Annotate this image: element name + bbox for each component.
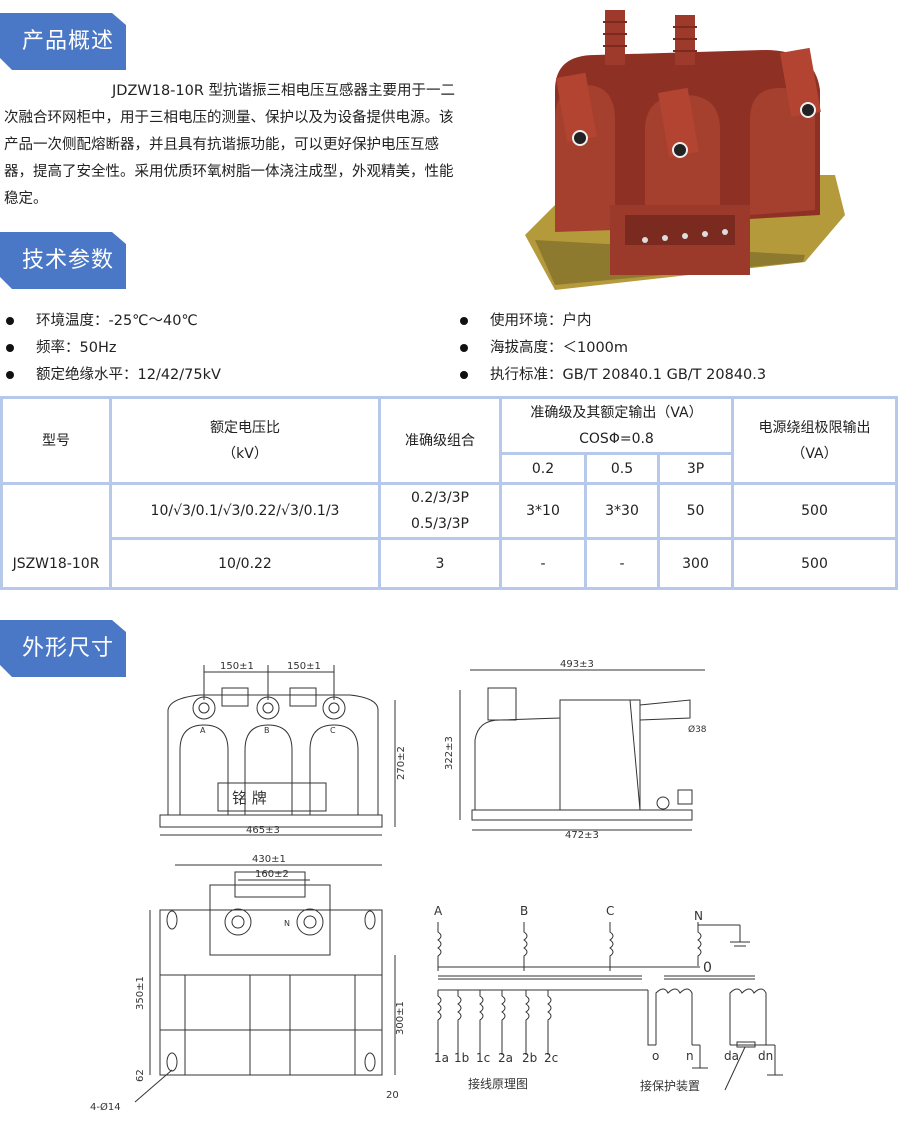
spec-text: 使用环境：户内: [490, 313, 592, 329]
cell-model: JSZW18-10R: [0, 482, 112, 590]
bullet-icon: [460, 317, 468, 325]
svg-text:430±1: 430±1: [252, 854, 286, 865]
side-view-drawing: 493±3 322±3 Ø38 472±3: [444, 659, 707, 841]
svg-text:A: A: [434, 904, 443, 918]
header-class-02: 0.2: [499, 452, 587, 485]
svg-text:465±3: 465±3: [246, 825, 280, 836]
svg-text:2b: 2b: [522, 1051, 537, 1065]
cell-c1: 3*10: [499, 482, 587, 540]
spec-item: 海拔高度：＜1000m: [460, 338, 628, 358]
spec-text: 频率：50Hz: [36, 340, 117, 356]
section-header-overview: 产品概述: [0, 13, 126, 70]
spec-text: 海拔高度：＜1000m: [490, 340, 629, 356]
svg-text:270±2: 270±2: [396, 746, 407, 780]
header-ratio: 额定电压比（kV）: [109, 396, 381, 485]
svg-text:2c: 2c: [544, 1051, 558, 1065]
svg-text:350±1: 350±1: [135, 976, 146, 1010]
svg-text:n: n: [686, 1049, 694, 1063]
svg-text:o: o: [652, 1049, 659, 1063]
svg-text:20: 20: [386, 1090, 399, 1101]
svg-text:B: B: [264, 726, 270, 735]
product-photo: [525, 10, 845, 290]
dimension-drawings: 150±1 150±1 铭 牌 465±3 A B C 270±2 493±3 …: [90, 659, 783, 1113]
svg-text:4-Ø14: 4-Ø14: [90, 1101, 121, 1113]
svg-text:Ø38: Ø38: [688, 724, 707, 735]
svg-text:B: B: [520, 904, 528, 918]
svg-text:1a: 1a: [434, 1051, 449, 1065]
section-header-tech: 技术参数: [0, 232, 126, 289]
cell-limit: 500: [731, 537, 898, 590]
spec-table: 型号 额定电压比（kV） 准确级组合 准确级及其额定输出（VA）COSΦ=0.8…: [0, 396, 898, 590]
svg-text:0: 0: [703, 960, 712, 976]
svg-text:铭 牌: 铭 牌: [232, 789, 267, 807]
spec-item: 额定绝缘水平：12/42/75kV: [6, 365, 221, 385]
bullet-icon: [460, 371, 468, 379]
top-view-drawing: 430±1 160±2 350±1 300±1 62 4-Ø14 20 N: [90, 854, 406, 1113]
spec-item: 执行标准：GB/T 20840.1 GB/T 20840.3: [460, 365, 766, 385]
cell-c1: -: [499, 537, 587, 590]
spec-item: 环境温度：-25℃～40℃: [6, 311, 198, 331]
intro-model: JDZW18-10R: [112, 83, 204, 99]
spec-item: 使用环境：户内: [460, 311, 592, 331]
svg-text:dn: dn: [758, 1049, 773, 1063]
svg-text:N: N: [694, 909, 703, 923]
header-class-3p: 3P: [657, 452, 734, 485]
cell-c3: 300: [657, 537, 734, 590]
spec-text: 额定绝缘水平：12/42/75kV: [36, 367, 221, 383]
bullet-icon: [6, 344, 14, 352]
intro-paragraph: JDZW18-10R 型抗谐振三相电压互感器主要用于一二次融合环网柜中，用于三相…: [4, 78, 466, 213]
header-combo: 准确级组合: [378, 396, 502, 485]
cell-c2: 3*30: [584, 482, 660, 540]
spec-text: 环境温度：-25℃～40℃: [36, 313, 198, 329]
wiring-diagram: A B C N 0 1a 1b 1c 2a 2b 2c o n da dn 接线…: [434, 904, 783, 1093]
svg-text:1b: 1b: [454, 1051, 469, 1065]
svg-text:接线原理图: 接线原理图: [468, 1076, 528, 1091]
svg-text:62: 62: [135, 1069, 146, 1082]
bullet-icon: [6, 371, 14, 379]
header-output: 准确级及其额定输出（VA）COSΦ=0.8: [499, 396, 734, 455]
spec-text: 执行标准：GB/T 20840.1 GB/T 20840.3: [490, 367, 767, 383]
bullet-icon: [6, 317, 14, 325]
front-view-drawing: 150±1 150±1 铭 牌 465±3 A B C 270±2: [159, 661, 407, 836]
intro-text: 型抗谐振三相电压互感器主要用于一二次融合环网柜中，用于三相电压的测量、保护以及为…: [4, 83, 456, 207]
svg-text:472±3: 472±3: [565, 830, 599, 841]
svg-text:da: da: [724, 1049, 739, 1063]
svg-text:2a: 2a: [498, 1051, 513, 1065]
bullet-icon: [460, 344, 468, 352]
cell-ratio: 10/0.22: [109, 537, 381, 590]
svg-text:接保护装置: 接保护装置: [640, 1078, 700, 1093]
svg-text:493±3: 493±3: [560, 659, 594, 670]
svg-text:1c: 1c: [476, 1051, 490, 1065]
svg-text:A: A: [200, 726, 206, 735]
table-row: JSZW18-10R 10/√3/0.1/√3/0.22/√3/0.1/3 0.…: [0, 482, 898, 590]
svg-text:C: C: [330, 726, 336, 735]
svg-text:C: C: [606, 904, 614, 918]
svg-text:160±2: 160±2: [255, 869, 289, 880]
section-header-dims: 外形尺寸: [0, 620, 126, 677]
table-row: 10/0.22 3 - - 300 500: [2, 537, 898, 590]
cell-combo: 3: [378, 537, 502, 590]
cell-c3: 50: [657, 482, 734, 540]
header-class-05: 0.5: [584, 452, 660, 485]
svg-text:322±3: 322±3: [444, 736, 455, 770]
cell-ratio: 10/√3/0.1/√3/0.22/√3/0.1/3: [109, 482, 381, 540]
cell-limit: 500: [731, 482, 898, 540]
spec-item: 频率：50Hz: [6, 338, 116, 358]
svg-text:150±1: 150±1: [220, 661, 254, 672]
cell-c2: -: [584, 537, 660, 590]
header-model: 型号: [0, 396, 112, 485]
header-limit: 电源绕组极限输出（VA）: [731, 396, 898, 485]
svg-text:150±1: 150±1: [287, 661, 321, 672]
svg-text:300±1: 300±1: [395, 1001, 406, 1035]
svg-text:N: N: [284, 919, 290, 928]
